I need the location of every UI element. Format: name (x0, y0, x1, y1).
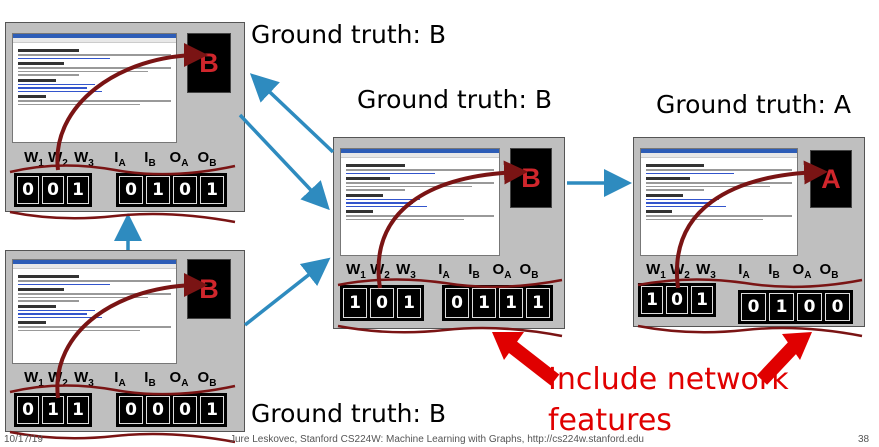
bit-ob: 1 (200, 176, 224, 204)
prediction-arrow-bottom-left (55, 273, 208, 399)
word-feature-bits: 1 0 1 (638, 283, 716, 317)
ground-truth-middle: Ground truth: B (357, 85, 552, 114)
edge-bottomleft-to-middle (243, 257, 331, 327)
word-feature-bits: 0 0 1 (14, 173, 92, 207)
bit-oa: 0 (797, 293, 822, 321)
bit-w1: 0 (17, 176, 39, 204)
edge-middle-to-topleft (249, 73, 335, 154)
word-feature-bits: 0 1 1 (14, 393, 92, 427)
bit-w1: 1 (343, 288, 367, 318)
bit-w3: 1 (691, 286, 713, 314)
footer-date: 10/17/19 (4, 434, 43, 445)
network-feature-bits: 0 1 1 1 (442, 285, 553, 321)
bit-ob: 0 (825, 293, 850, 321)
prediction-arrow-top-left (55, 43, 208, 171)
network-feature-bits: 0 1 0 0 (738, 290, 853, 324)
callout-arrow-middle (505, 339, 560, 386)
bit-ia: 0 (741, 293, 766, 321)
network-feature-bits: 0 1 0 1 (116, 173, 227, 207)
callout-line-1: Include network (548, 362, 789, 397)
bit-w1: 0 (17, 396, 39, 424)
bit-ia: 0 (119, 176, 143, 204)
bit-w3: 1 (67, 396, 89, 424)
bit-ib: 0 (146, 396, 170, 424)
bit-w2: 1 (42, 396, 64, 424)
bit-oa: 0 (173, 176, 197, 204)
ground-truth-bottom-left: Ground truth: B (251, 399, 446, 428)
bit-ia: 0 (445, 288, 469, 318)
edge-topleft-to-middle (238, 113, 330, 211)
bit-w3: 1 (67, 176, 89, 204)
footer-credit: Jure Leskovec, Stanford CS224W: Machine … (230, 434, 644, 445)
prediction-arrow-middle (376, 160, 528, 289)
bit-ia: 0 (119, 396, 143, 424)
ground-truth-right: Ground truth: A (656, 90, 851, 119)
ground-truth-top-left: Ground truth: B (251, 20, 446, 49)
bit-ob: 1 (526, 288, 550, 318)
bit-ib: 1 (472, 288, 496, 318)
page-node-right: A W1 W2 W3 IA IB OA OB 1 0 1 0 1 0 0 (633, 137, 865, 327)
bit-w1: 1 (641, 286, 663, 314)
prediction-arrow-right (674, 160, 828, 289)
bit-ib: 1 (146, 176, 170, 204)
bit-w2: 0 (370, 288, 394, 318)
bit-oa: 0 (173, 396, 197, 424)
callout-arrow-right (756, 340, 801, 385)
bit-oa: 1 (499, 288, 523, 318)
webpage-thumbnail (640, 148, 798, 256)
bit-w2: 0 (42, 176, 64, 204)
bit-ob: 1 (200, 396, 224, 424)
feature-labels: W1 W2 W3 IA IB OA OB (24, 369, 217, 389)
page-node-middle: B W1 W2 W3 IA IB OA OB 1 0 1 0 1 1 1 (333, 137, 565, 329)
page-node-top-left: B W1 W2 W3 IA IB OA OB 0 0 1 0 1 0 1 (5, 22, 245, 212)
callout-line-2: features (548, 403, 672, 438)
word-feature-bits: 1 0 1 (340, 285, 424, 321)
feature-labels: W1 W2 W3 IA IB OA OB (24, 149, 217, 169)
webpage-thumbnail (12, 259, 177, 364)
bit-w3: 1 (397, 288, 421, 318)
network-feature-bits: 0 0 0 1 (116, 393, 227, 427)
feature-labels: W1 W2 W3 IA IB OA OB (346, 261, 539, 281)
footer-page-number: 38 (858, 434, 870, 445)
webpage-thumbnail (340, 148, 500, 256)
feature-labels: W1 W2 W3 IA IB OA OB (646, 261, 839, 281)
bit-ib: 1 (769, 293, 794, 321)
